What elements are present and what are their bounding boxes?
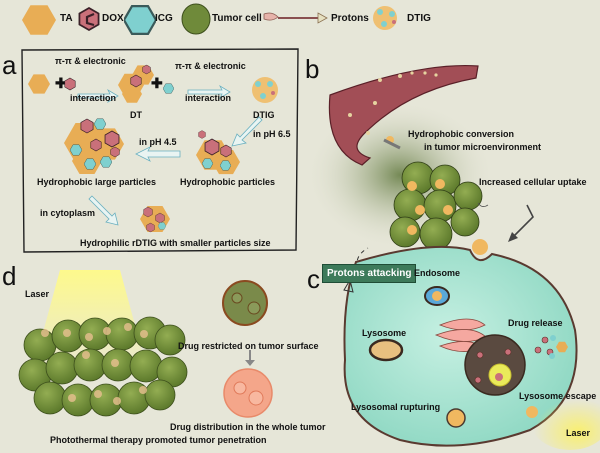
panel-b-artwork [305,65,534,251]
drug-restricted-label: Drug restricted on tumor surface [178,341,319,351]
drug-distribution-label: Drug distribution in the whole tumor [170,422,326,432]
uptake-label: Increased cellular uptake [479,177,587,187]
laser-label-d: Laser [25,289,50,299]
legend-ta: TA [60,13,73,24]
lysosomal-rupturing-label: Lysosomal rupturing [351,402,441,412]
legend-dox: DOX [102,13,124,24]
particles-label: Hydrophobic particles [180,177,276,187]
dtig-particle-icon [373,6,397,30]
tumor-whole-drug [223,368,273,418]
tumor-cell-icon [181,3,211,35]
large-particles-label: Hydrophobic large particles [37,177,157,187]
lysosome-label: Lysosome [362,328,407,338]
dtig-label: DTIG [253,110,275,120]
step1-label-top: π-π & electronic [55,56,126,66]
legend-icg: ICG [155,13,173,24]
panel-a-artwork: ✚ ✚ [28,64,278,233]
svg-text:✚: ✚ [55,75,67,91]
blood-vessel [328,65,479,166]
panel-c-label: c [307,264,320,294]
conversion-line2: in tumor microenvironment [424,142,542,152]
rdtig-label: Hydrophilic rDTIG with smaller particles… [80,238,271,248]
lysosome [368,338,404,362]
cytoplasm-label: in cytoplasm [40,208,96,218]
legend-icons [22,3,397,36]
legend-tumor-cell: Tumor cell [212,13,262,24]
step2-label-top: π-π & electronic [175,61,246,71]
step1-label-bottom: interaction [70,93,117,103]
tumor-surface-drug [222,280,268,326]
protons-attacking-button[interactable]: Protons attacking [322,264,417,283]
dt-label: DT [130,110,142,120]
panel-b-label: b [305,54,320,84]
ph45-label: in pH 4.5 [139,137,177,147]
lysosome-escape-label: Lysosome escape [519,391,597,401]
panel-c-artwork [343,239,600,450]
panel-a-label: a [2,50,17,80]
legend-protons: Protons [331,13,369,24]
endosome-label: Endosome [414,268,461,278]
panel-d-label: d [2,261,17,291]
panel-a-frame [21,48,299,253]
svg-text:✚: ✚ [151,75,163,91]
ta-hexagon-icon [22,5,56,35]
icg-hexagon-icon [124,4,156,36]
ph65-label: in pH 6.5 [253,129,291,139]
dox-hexagon-icon [78,6,100,32]
drug-release-label: Drug release [508,318,563,328]
laser-label-c: Laser [566,428,591,438]
conversion-line1: Hydrophobic conversion [408,129,515,139]
legend-dtig: DTIG [407,13,431,24]
ptt-label: Photothermal therapy promoted tumor pene… [50,435,267,445]
panel-d-artwork [18,270,273,418]
step2-label-bottom: interaction [185,93,232,103]
